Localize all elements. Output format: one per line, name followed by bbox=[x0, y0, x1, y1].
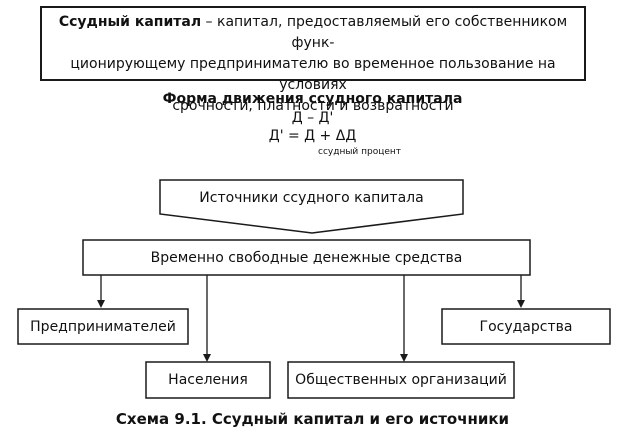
sources-label: Источники ссудного капитала bbox=[199, 190, 424, 206]
entrepreneurs-label: Предпринимателей bbox=[30, 318, 176, 335]
entrepreneurs-box bbox=[17, 308, 189, 345]
state-box bbox=[441, 308, 611, 345]
formula-title: Форма движения ссудного капитала bbox=[162, 91, 463, 107]
definition-line-1: Ссудный капитал – капитал, предоставляем… bbox=[52, 12, 574, 54]
formula-line-2: Д' = Д + ΔД bbox=[268, 128, 357, 144]
population-label: Населения bbox=[168, 372, 248, 388]
definition-text-1: – капитал, предоставляемый его собственн… bbox=[201, 14, 568, 51]
definition-line-2: ционирующему предпринимателю во временно… bbox=[70, 56, 556, 93]
free-funds-label: Временно свободные денежные средства bbox=[150, 249, 463, 266]
sources-shape bbox=[159, 179, 464, 234]
organizations-box bbox=[287, 361, 515, 399]
diagram-caption: Схема 9.1. Ссудный капитал и его источни… bbox=[115, 410, 510, 428]
free-funds-box bbox=[82, 239, 531, 276]
state-label: Государства bbox=[479, 318, 573, 335]
formula-line-1: Д – Д' bbox=[291, 110, 334, 126]
definition-line-3: срочности, платности и возвратности bbox=[172, 98, 454, 114]
organizations-label: Общественных организаций bbox=[295, 372, 507, 388]
definition-box: Ссудный капитал – капитал, предоставляем… bbox=[40, 6, 586, 114]
definition-term: Ссудный капитал bbox=[58, 14, 202, 30]
population-box bbox=[145, 361, 271, 399]
formula-subscript: ссудный процент bbox=[318, 147, 402, 157]
